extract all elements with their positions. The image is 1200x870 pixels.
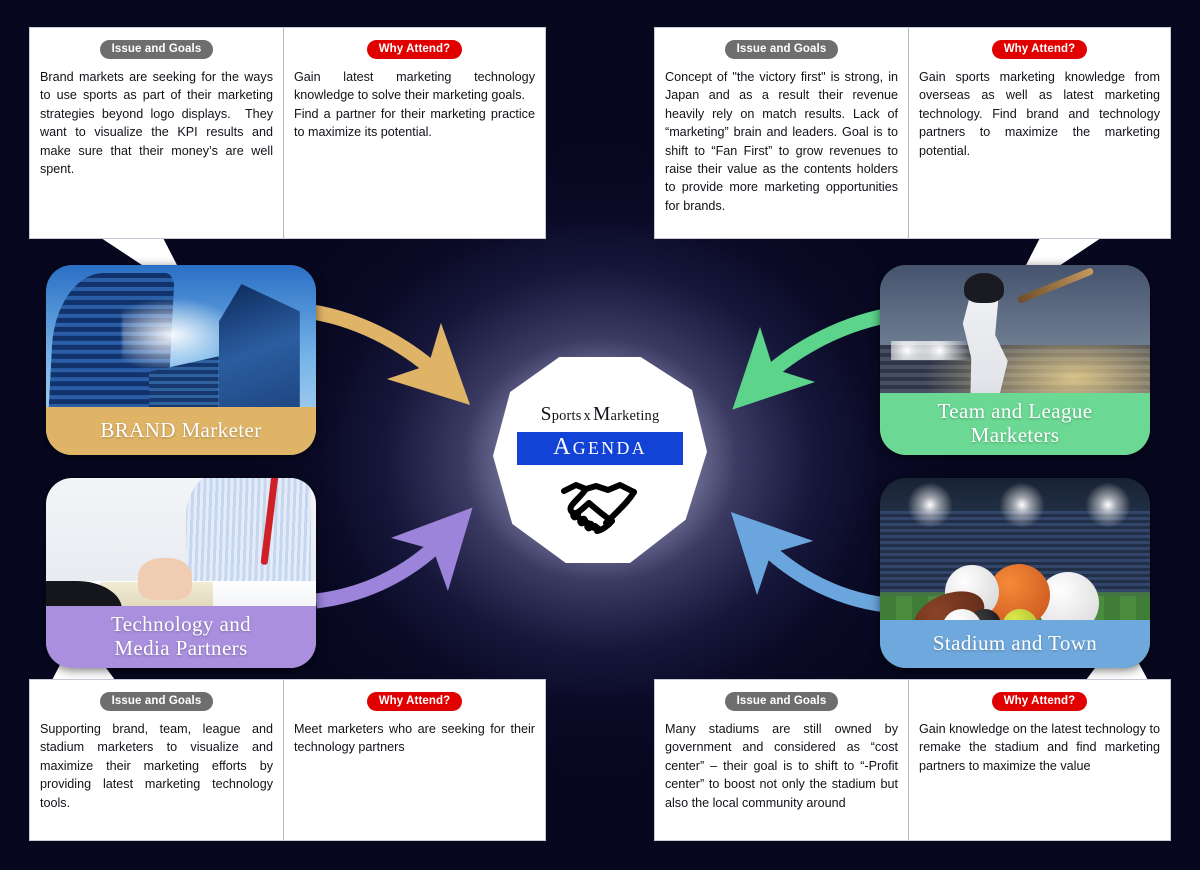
card-stadium-and-town[interactable]: Stadium and Town <box>880 478 1150 668</box>
issue-and-goals-chip: Issue and Goals <box>99 692 214 711</box>
card-label-band: Stadium and Town <box>880 620 1150 668</box>
issue-text: Brand markets are seeking for the ways t… <box>40 70 277 176</box>
arrow-stadium-to-center <box>730 511 887 613</box>
arrow-team-to-center <box>732 307 892 410</box>
card-label-band: Technology and Media Partners <box>46 606 316 668</box>
issue-text: Many stadiums are still owned by governm… <box>665 722 902 810</box>
panel-issue-section: Issue and Goals Supporting brand, team, … <box>30 680 283 840</box>
card-title: BRAND Marketer <box>100 418 262 443</box>
panel-technology-media-partners: Issue and Goals Supporting brand, team, … <box>30 680 545 840</box>
card-technology-media-partners[interactable]: Technology and Media Partners <box>46 478 316 668</box>
logo-blue-band <box>517 432 683 465</box>
issue-text: Supporting brand, team, league and stadi… <box>40 722 277 810</box>
issue-text: Concept of "the victory first" is strong… <box>665 70 902 213</box>
panel-why-section: Why Attend? Meet marketers who are seeki… <box>283 680 545 840</box>
panel-why-section: Why Attend? Gain latest marketing techno… <box>283 28 545 238</box>
logo-m: M <box>592 404 611 425</box>
issue-and-goals-chip: Issue and Goals <box>99 40 214 59</box>
issue-and-goals-chip: Issue and Goals <box>724 692 839 711</box>
card-title: Team and League Marketers <box>937 399 1093 447</box>
logo-x: x <box>583 408 591 424</box>
card-team-league-marketers[interactable]: Team and League Marketers <box>880 265 1150 455</box>
logo-title-line2: AGENDA <box>493 434 707 461</box>
logo-agenda-rest: GENDA <box>572 438 647 458</box>
panel-team-league-marketers: Issue and Goals Concept of "the victory … <box>655 28 1170 238</box>
handshake-icon <box>561 482 637 534</box>
arrow-brand-to-center <box>311 304 471 406</box>
why-text: Gain sports marketing knowledge from ove… <box>919 70 1164 158</box>
panel-issue-section: Issue and Goals Brand markets are seekin… <box>30 28 283 238</box>
logo-s: S <box>540 404 552 425</box>
panel-why-section: Why Attend? Gain sports marketing knowle… <box>908 28 1170 238</box>
arrow-technology-to-center <box>315 507 473 609</box>
panel-issue-section: Issue and Goals Concept of "the victory … <box>655 28 908 238</box>
why-text: Meet marketers who are seeking for their… <box>294 722 539 755</box>
issue-and-goals-chip: Issue and Goals <box>724 40 839 59</box>
logo-ports: ports <box>551 408 582 424</box>
logo-agenda-cap: A <box>553 434 573 460</box>
panel-why-section: Why Attend? Gain knowledge on the latest… <box>908 680 1170 840</box>
card-label-band: Team and League Marketers <box>880 393 1150 455</box>
why-text: Gain latest marketing technology knowled… <box>294 70 535 140</box>
why-text: Gain knowledge on the latest technology … <box>919 722 1164 773</box>
panel-issue-section: Issue and Goals Many stadiums are still … <box>655 680 908 840</box>
card-title: Technology and Media Partners <box>110 612 251 660</box>
logo-arketing: arketing <box>610 408 660 424</box>
why-attend-chip: Why Attend? <box>991 692 1088 711</box>
card-label-band: BRAND Marketer <box>46 407 316 455</box>
why-attend-chip: Why Attend? <box>366 40 463 59</box>
panel-brand-marketer: Issue and Goals Brand markets are seekin… <box>30 28 545 238</box>
card-title: Stadium and Town <box>932 631 1098 656</box>
card-brand-marketer[interactable]: BRAND Marketer <box>46 265 316 455</box>
panel-stadium-and-town: Issue and Goals Many stadiums are still … <box>655 680 1170 840</box>
why-attend-chip: Why Attend? <box>991 40 1088 59</box>
why-attend-chip: Why Attend? <box>366 692 463 711</box>
